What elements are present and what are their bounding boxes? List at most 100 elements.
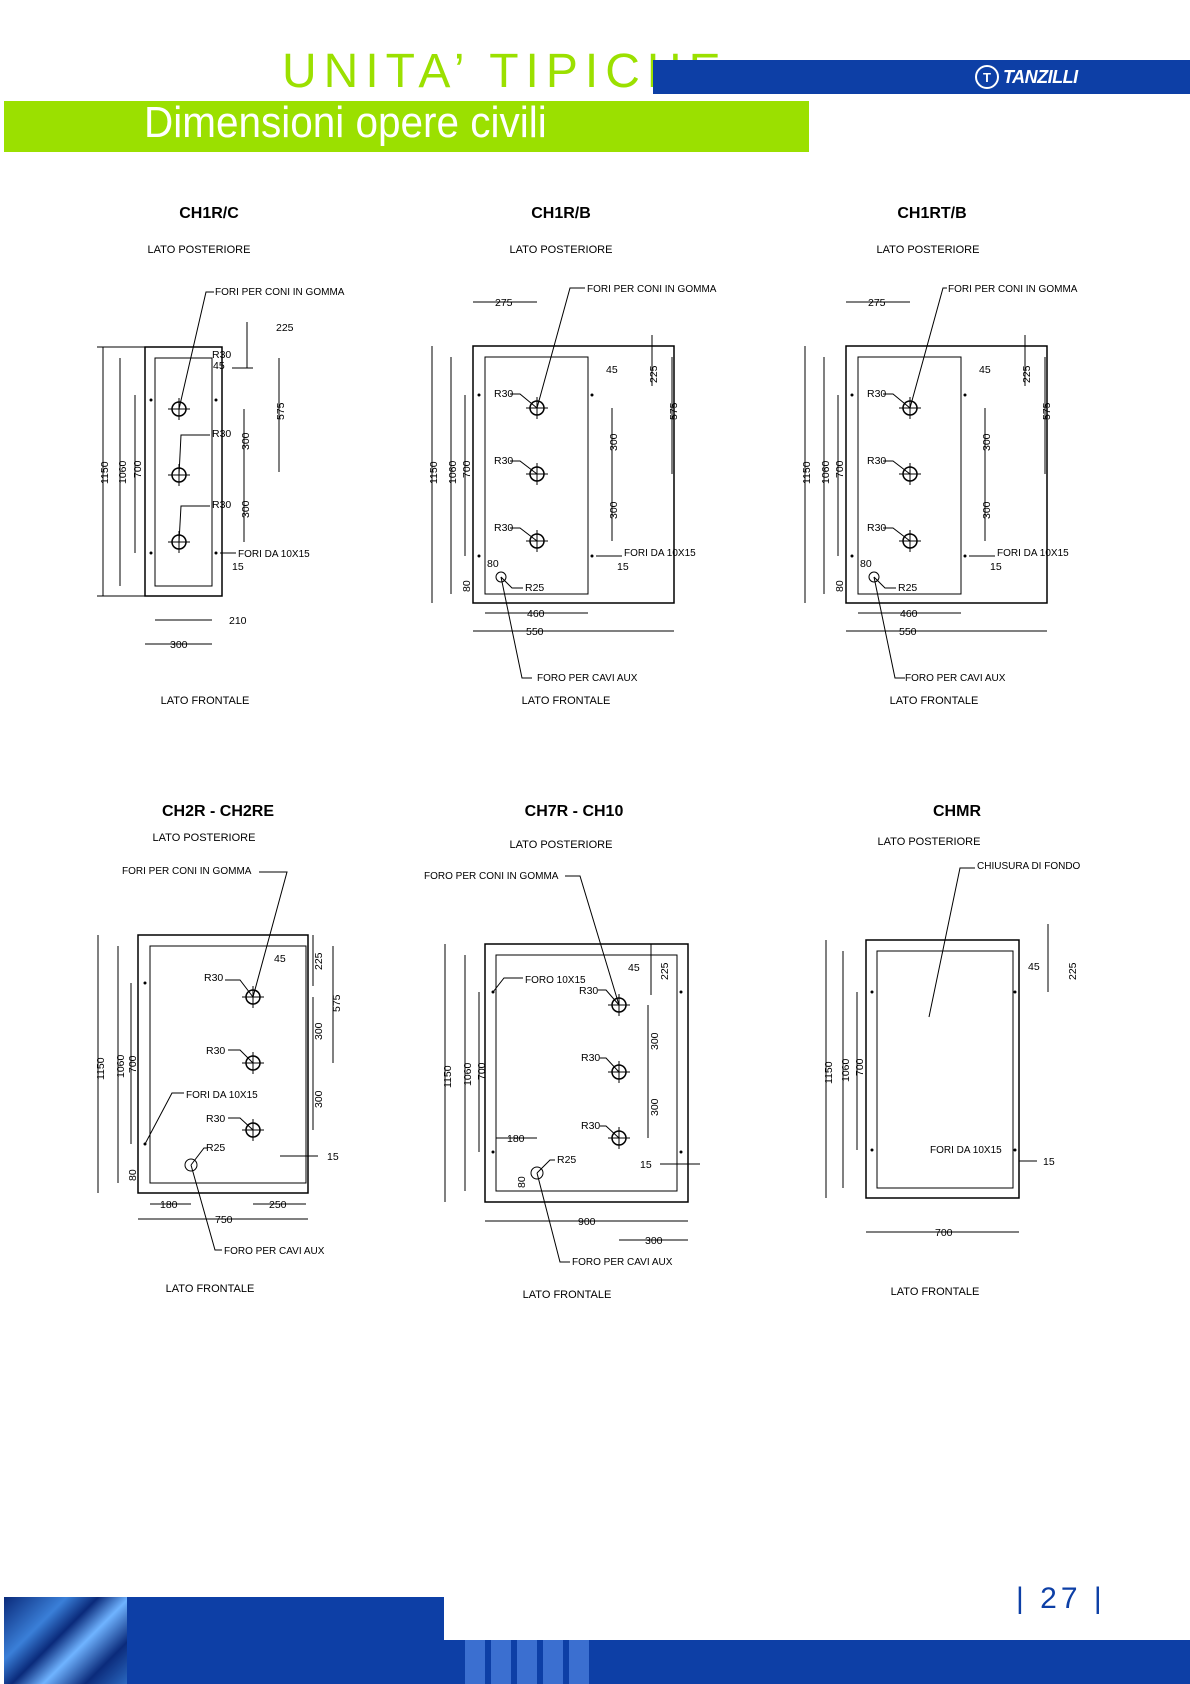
dim-label: 180 — [160, 1199, 178, 1211]
dim-label: 460 — [900, 608, 918, 620]
section-title: UNITA’ TIPICHE — [282, 45, 728, 98]
dim-label: 225 — [1067, 962, 1079, 980]
front-side-label: LATO FRONTALE — [523, 1289, 612, 1301]
hole-radius-label: R25 — [898, 582, 917, 594]
hole-radius-label: R30 — [212, 428, 231, 440]
hole-radius-label: R30 — [212, 349, 231, 361]
dim-label: 300 — [981, 501, 993, 519]
hole-radius-label: R30 — [581, 1052, 600, 1064]
dim-label: 300 — [240, 500, 252, 518]
drawing-title: CH2R - CH2RE — [162, 803, 274, 820]
dim-label: 15 — [640, 1159, 652, 1171]
tanzilli-logo-icon: T — [975, 65, 999, 89]
dim-label: 225 — [1021, 365, 1033, 383]
footer-stripes — [465, 1640, 595, 1684]
hole-radius-label: R30 — [579, 985, 598, 997]
dim-label: 700 — [854, 1058, 866, 1076]
dim-label: 1150 — [95, 1057, 107, 1080]
dim-label: 700 — [127, 1055, 139, 1073]
dim-label: 300 — [608, 501, 620, 519]
callout-label: FORI DA 10X15 — [238, 549, 310, 560]
dim-label: 550 — [899, 626, 917, 638]
dim-label: 1060 — [117, 460, 129, 484]
dim-label: 15 — [1043, 1156, 1055, 1168]
dim-label: 575 — [1041, 402, 1053, 420]
callout-label: FORI PER CONI IN GOMMA — [122, 866, 252, 877]
dim-label: 210 — [229, 615, 247, 627]
hole-radius-label: R30 — [867, 455, 886, 467]
rear-side-label: LATO POSTERIORE — [153, 832, 256, 844]
dim-label: 700 — [935, 1227, 953, 1239]
dim-label: 700 — [461, 460, 473, 478]
brand-name: TANZILLI — [1003, 66, 1078, 87]
dim-label: 45 — [979, 364, 991, 376]
callout-label: FORO 10X15 — [525, 975, 586, 986]
dim-label: 460 — [527, 608, 545, 620]
hole-radius-label: R30 — [494, 388, 513, 400]
hole-radius-label: R30 — [581, 1120, 600, 1132]
dim-label: 275 — [868, 297, 886, 309]
callout-label: FORI DA 10X15 — [624, 548, 696, 559]
dim-label: 1060 — [462, 1062, 474, 1086]
dim-label: 1150 — [99, 461, 111, 484]
dim-label: 45 — [274, 953, 286, 965]
drawing-title: CHMR — [933, 803, 981, 820]
hole-radius-label: R25 — [206, 1142, 225, 1154]
drawing-title: CH1RT/B — [897, 205, 966, 222]
callout-label: FORI DA 10X15 — [186, 1090, 258, 1101]
dim-label: 275 — [495, 297, 513, 309]
callout-label: FORO PER CAVI AUX — [905, 673, 1006, 684]
hole-radius-label: R30 — [206, 1113, 225, 1125]
dim-label: 45 — [1028, 961, 1040, 973]
rear-side-label: LATO POSTERIORE — [877, 244, 980, 256]
front-side-label: LATO FRONTALE — [891, 1286, 980, 1298]
dim-label: 1150 — [801, 461, 813, 484]
front-side-label: LATO FRONTALE — [890, 695, 979, 707]
dim-label: 180 — [507, 1133, 525, 1145]
dim-label: 550 — [526, 626, 544, 638]
drawing-ch1r-b: CH1R/B LATO POSTERIORE FORI PER CONI IN … — [428, 205, 717, 707]
hole-radius-label: R30 — [867, 388, 886, 400]
drawing-ch7r-ch10: CH7R - CH10 LATO POSTERIORE FORO PER CON… — [424, 803, 700, 1301]
section-subtitle: Dimensioni opere civili — [144, 98, 547, 147]
dim-label: 575 — [668, 402, 680, 420]
dim-label: 575 — [331, 994, 343, 1012]
dim-label: 300 — [981, 433, 993, 451]
dim-label: 700 — [476, 1062, 488, 1080]
dim-label: 1150 — [428, 461, 440, 484]
header-green-bar — [4, 101, 809, 152]
callout-label: FORO PER CAVI AUX — [224, 1246, 325, 1257]
dim-label: 1150 — [442, 1065, 454, 1088]
dim-label: 300 — [313, 1090, 325, 1108]
rear-side-label: LATO POSTERIORE — [878, 836, 981, 848]
dim-label: 250 — [269, 1199, 287, 1211]
dim-label: 575 — [275, 402, 287, 420]
dim-label: 300 — [645, 1235, 663, 1247]
drawing-ch1r-c: CH1R/C LATO POSTERIORE FORI PER CONI IN … — [97, 205, 345, 707]
front-side-label: LATO FRONTALE — [166, 1283, 255, 1295]
dim-label: 225 — [648, 365, 660, 383]
dim-label: 225 — [659, 962, 671, 980]
dim-label: 15 — [232, 561, 244, 573]
header-blue-bar — [653, 60, 1190, 94]
dim-label: 15 — [327, 1151, 339, 1163]
dim-label: 45 — [213, 360, 225, 372]
dim-label: 80 — [860, 558, 872, 570]
dim-label: 1060 — [840, 1058, 852, 1082]
rear-side-label: LATO POSTERIORE — [510, 244, 613, 256]
hole-radius-label: R30 — [494, 455, 513, 467]
dim-label: 300 — [313, 1022, 325, 1040]
hole-radius-label: R30 — [867, 522, 886, 534]
callout-label: FORI PER CONI IN GOMMA — [948, 284, 1078, 295]
dim-label: 900 — [578, 1216, 596, 1228]
dim-label: 1060 — [447, 460, 459, 484]
dim-label: 80 — [487, 558, 499, 570]
callout-label: FORI PER CONI IN GOMMA — [587, 284, 717, 295]
dim-label: 700 — [132, 460, 144, 478]
hole-radius-label: R30 — [494, 522, 513, 534]
footer-decorative-image — [4, 1597, 127, 1684]
front-side-label: LATO FRONTALE — [161, 695, 250, 707]
hole-radius-label: R25 — [557, 1154, 576, 1166]
brand-logo: T TANZILLI — [975, 62, 1078, 92]
footer-blue-block — [127, 1597, 444, 1684]
